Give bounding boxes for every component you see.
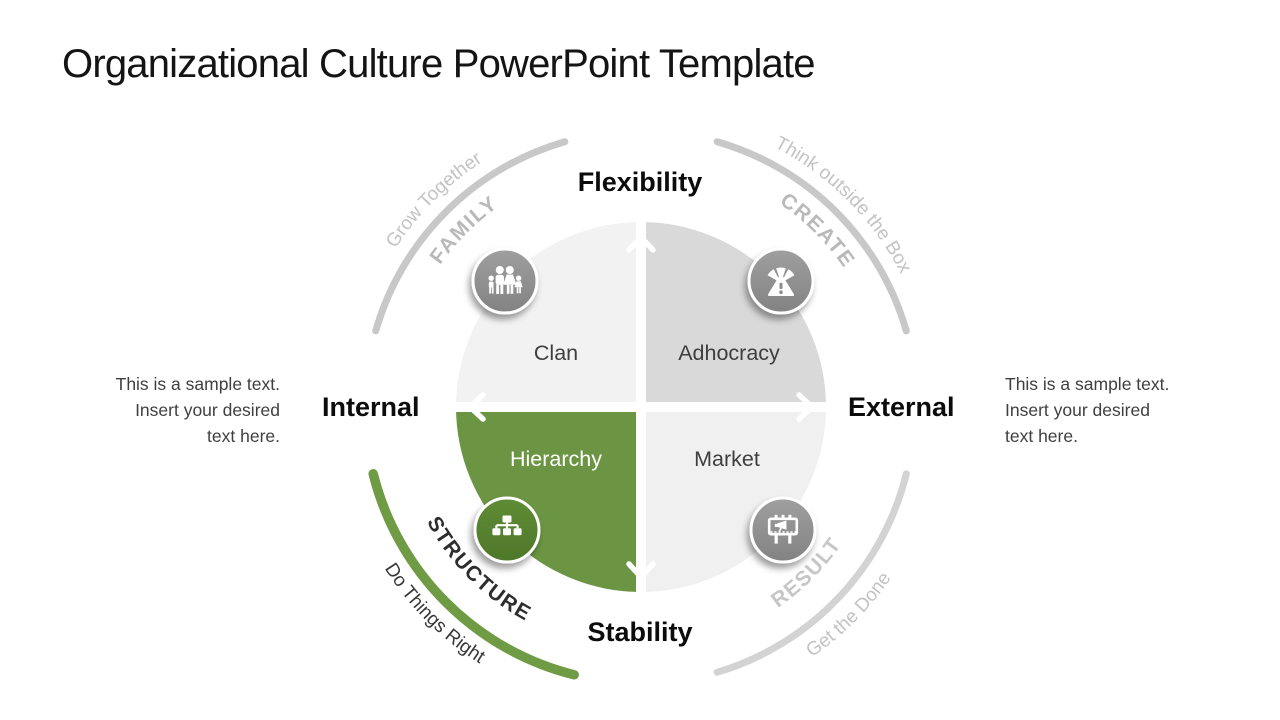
quadrant-label-adhocracy: Adhocracy [678, 341, 780, 365]
quadrant-label-clan: Clan [534, 341, 578, 365]
arc-adhocracy [713, 138, 910, 335]
axis-label-flexibility: Flexibility [577, 167, 703, 197]
slide-title: Organizational Culture PowerPoint Templa… [62, 42, 816, 86]
arrow-up-icon [626, 234, 656, 253]
axis-label-internal: Internal [322, 392, 420, 422]
adhocracy-icon-badge [747, 247, 815, 315]
quadrant-adhocracy [641, 222, 826, 407]
right-sample-text: This is a sample text. Insert your desir… [1005, 374, 1170, 446]
left-sample-text: This is a sample text. Insert your desir… [115, 374, 280, 446]
arc-market [713, 470, 910, 676]
quadrant-hierarchy [456, 407, 641, 592]
billboard-icon [767, 514, 799, 544]
horizontal-axis-line [456, 402, 826, 412]
family-icon [488, 266, 523, 294]
arc-clan [372, 138, 569, 335]
quadrant-clan [456, 222, 641, 407]
org-chart-icon [492, 515, 522, 536]
market-icon-badge [749, 496, 817, 564]
arrow-right-icon [796, 392, 815, 422]
clan-icon-badge [471, 247, 539, 315]
gauge-warning-icon [767, 267, 795, 297]
axis-label-external: External [848, 392, 955, 422]
arrow-down-icon [626, 561, 656, 580]
arrow-left-icon [467, 392, 486, 422]
quadrant-label-hierarchy: Hierarchy [510, 447, 602, 471]
hierarchy-icon-badge [473, 496, 541, 564]
arc-hierarchy-highlighted [368, 469, 579, 680]
quadrant-label-market: Market [694, 447, 760, 471]
quadrant-market [641, 407, 826, 592]
axis-label-stability: Stability [587, 617, 693, 647]
